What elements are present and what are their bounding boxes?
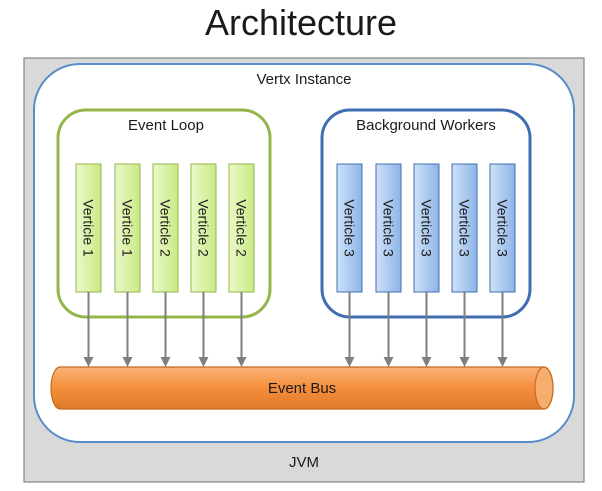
svg-text:Verticle 3: Verticle 3 <box>342 199 358 257</box>
svg-text:Verticle 3: Verticle 3 <box>419 199 435 257</box>
worker-verticle: Verticle 3 <box>451 163 478 293</box>
event-loop-verticle: Verticle 2 <box>152 163 179 293</box>
svg-text:Verticle 3: Verticle 3 <box>495 199 511 257</box>
worker-verticle: Verticle 3 <box>413 163 440 293</box>
event-bus: Event Bus <box>50 366 554 410</box>
vertx-instance-label: Vertx Instance <box>256 71 351 88</box>
svg-text:Verticle 3: Verticle 3 <box>457 199 473 257</box>
background-workers-label: Background Workers <box>356 117 496 134</box>
event-loop-verticle: Verticle 1 <box>114 163 141 293</box>
event-loop-verticle: Verticle 2 <box>228 163 255 293</box>
svg-text:Verticle 3: Verticle 3 <box>381 199 397 257</box>
svg-text:Verticle 1: Verticle 1 <box>120 199 136 257</box>
worker-verticle: Verticle 3 <box>375 163 402 293</box>
event-loop-label: Event Loop <box>128 117 204 134</box>
worker-verticle: Verticle 3 <box>336 163 363 293</box>
svg-text:Verticle 2: Verticle 2 <box>158 199 174 257</box>
svg-text:Verticle 1: Verticle 1 <box>81 199 97 257</box>
event-bus-label: Event Bus <box>268 380 336 397</box>
svg-text:Verticle 2: Verticle 2 <box>234 199 250 257</box>
event-loop-verticle: Verticle 1 <box>75 163 102 293</box>
svg-text:Verticle 2: Verticle 2 <box>196 199 212 257</box>
jvm-label: JVM <box>289 454 319 471</box>
diagram-title: Architecture <box>204 2 398 43</box>
worker-verticle: Verticle 3 <box>489 163 516 293</box>
event-loop-verticle: Verticle 2 <box>190 163 217 293</box>
